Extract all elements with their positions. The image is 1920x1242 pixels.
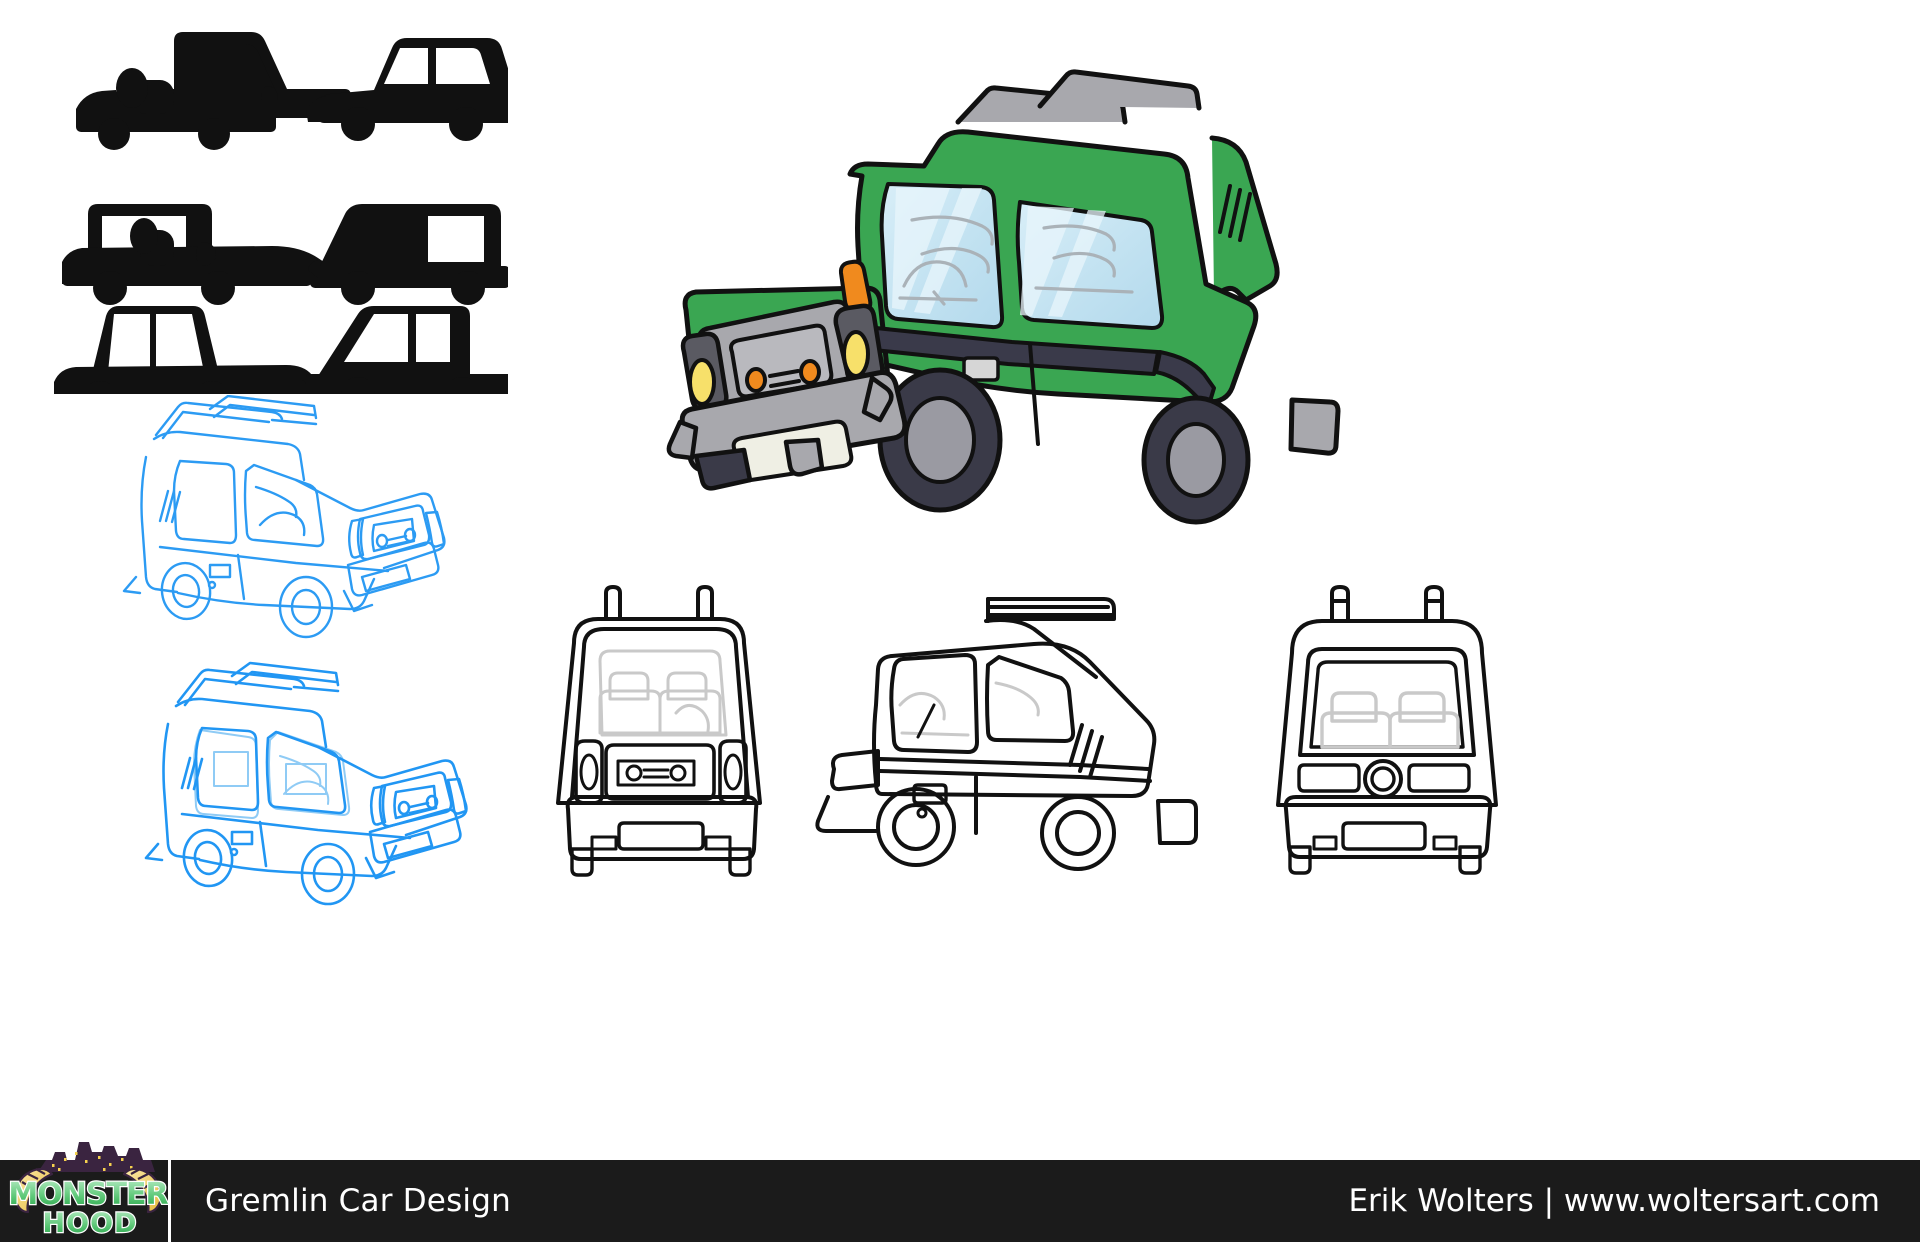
logo-line1: MONSTER [8,1177,168,1212]
footer-bar: Gremlin Car Design Erik Wolters | www.wo… [0,1160,1920,1242]
silhouette-1 [76,32,351,150]
footer-credit[interactable]: Erik Wolters | www.woltersart.com [1348,1183,1880,1219]
blue-sketch-rough [122,395,446,639]
blue-sketch-tight [144,661,468,906]
thumbnail-silhouettes [54,32,508,394]
silhouette-5 [54,306,326,394]
sheet-title: Gremlin Car Design [205,1183,511,1219]
logo-line2: HOOD [43,1208,138,1239]
silhouette-6 [300,306,508,394]
horn-right [122,1167,162,1214]
front-view-lineart [556,585,762,877]
silhouette-4 [308,204,508,305]
rear-view-lineart [1276,585,1498,875]
silhouette-3 [62,204,336,305]
skyline-shape [38,1142,155,1172]
footer-divider [168,1160,171,1242]
monsterhood-logo[interactable]: MONSTER HOOD [8,1132,168,1242]
horn-left [14,1167,54,1214]
hero-color-render [666,69,1341,525]
side-view-lineart [815,597,1198,871]
silhouette-2 [306,38,508,141]
